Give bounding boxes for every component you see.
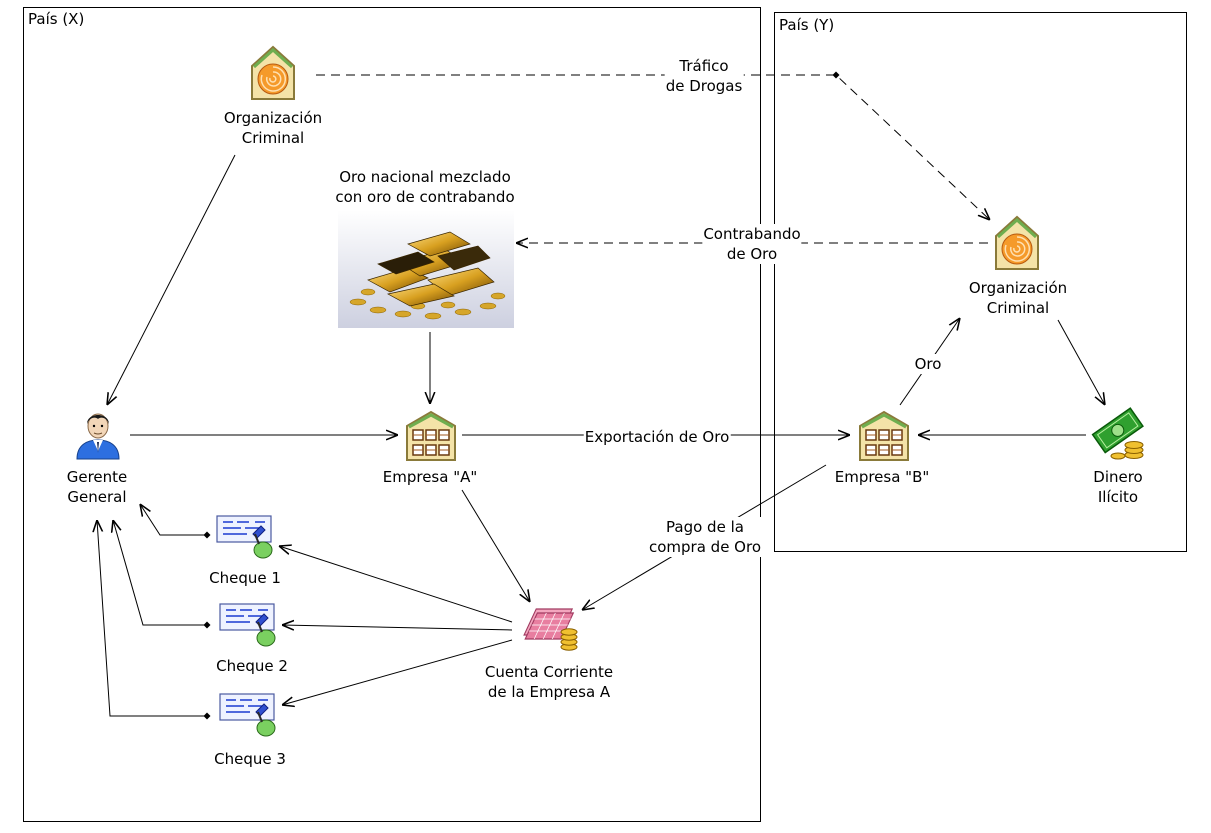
nautilus-house-icon[interactable] [249, 44, 297, 102]
nautilus-house-icon[interactable] [993, 214, 1041, 272]
gold-export-label: Exportación de Oro [583, 427, 731, 447]
company-a-label: Empresa "A" [382, 468, 478, 486]
edge-org-y-to-money [1057, 319, 1105, 405]
edge-company-a-to-account [461, 489, 530, 602]
cheque-1-label: Cheque 1 [209, 569, 281, 587]
edge-cheque-1-to-manager [140, 504, 207, 535]
cheque-3-label: Cheque 3 [214, 750, 286, 768]
edge-org-to-manager [107, 154, 236, 405]
edge-drug-trafficking [316, 75, 990, 220]
person-icon[interactable] [71, 407, 125, 461]
building-icon[interactable] [858, 410, 910, 462]
country-x-frame [23, 7, 761, 822]
bank-account-icon[interactable] [519, 603, 581, 653]
cheque-2-label: Cheque 2 [216, 657, 288, 675]
country-x-label: País (X) [28, 10, 85, 28]
edge-account-to-cheque-3 [282, 639, 513, 705]
country-y-frame [774, 12, 1187, 552]
cheque-icon[interactable] [218, 692, 280, 740]
edge-cheque-3-to-manager [97, 520, 207, 716]
cheque-icon[interactable] [215, 514, 277, 562]
edge-cheque-2-to-manager [113, 520, 207, 625]
gold-label: Oro [913, 354, 943, 374]
gold-bars-photo [338, 210, 514, 328]
building-icon[interactable] [405, 410, 457, 462]
company-b-label: Empresa "B" [834, 468, 930, 486]
cheque-icon[interactable] [218, 602, 280, 650]
country-y-label: País (Y) [779, 16, 835, 34]
money-icon[interactable] [1090, 405, 1148, 461]
edge-account-to-cheque-1 [279, 546, 513, 623]
edge-account-to-cheque-2 [282, 625, 513, 630]
